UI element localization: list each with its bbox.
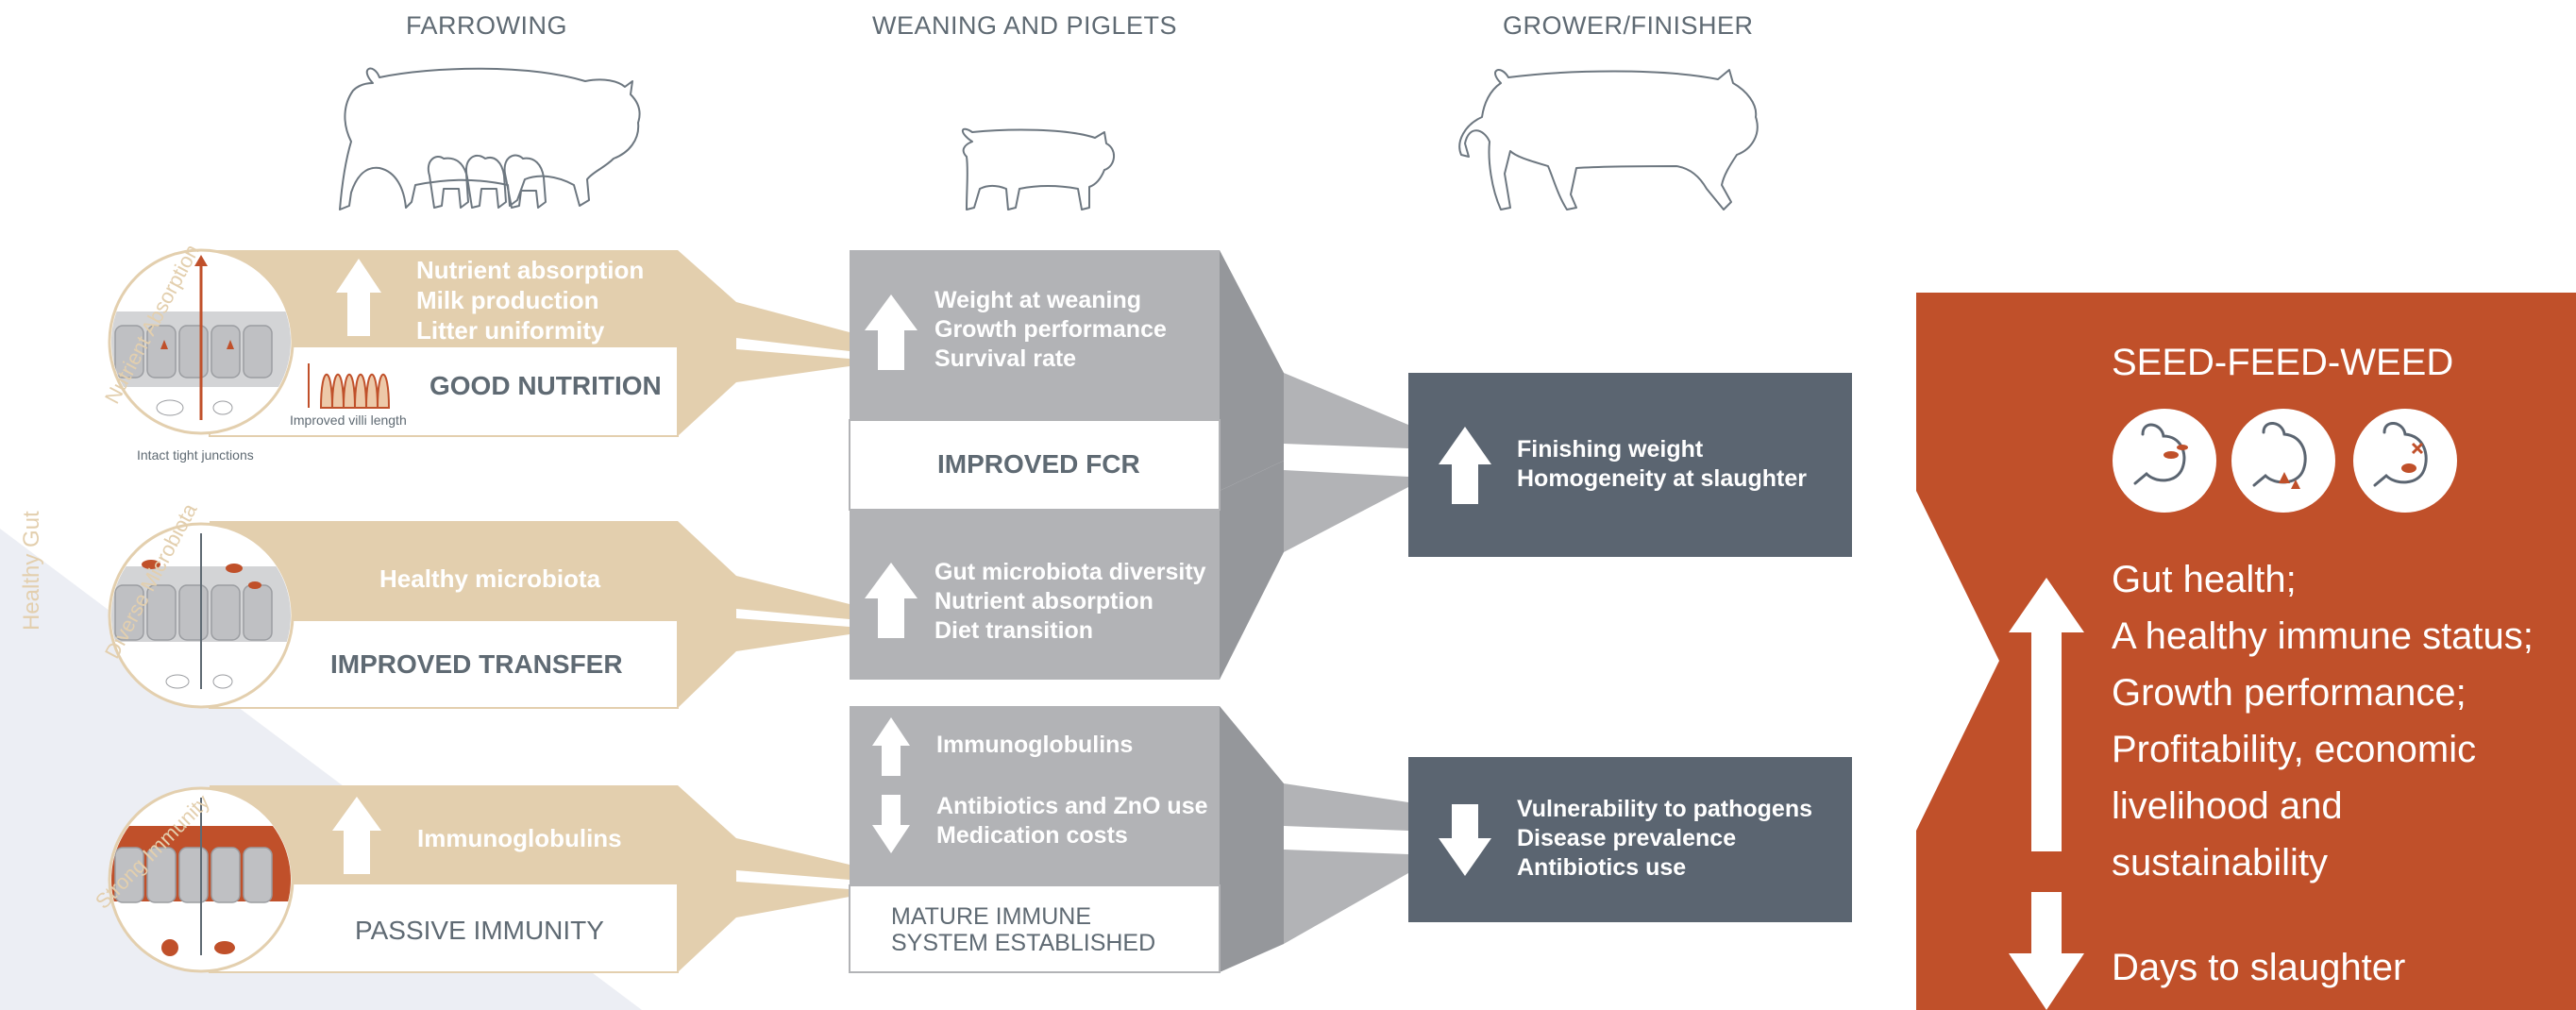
improved-transfer-label: IMPROVED TRANSFER (330, 649, 623, 679)
finisher-line: Vulnerability to pathogens (1517, 796, 1812, 822)
weaning-up-arrow-1-icon (865, 295, 918, 370)
weaning-line: Survival rate (934, 345, 1077, 372)
weaning-line: Nutrient absorption (934, 588, 1153, 614)
improved-fcr-label: IMPROVED FCR (937, 449, 1140, 479)
sfw-benefit: Profitability, economic (2112, 729, 2477, 770)
sfw-benefit: livelihood and (2112, 785, 2343, 827)
row1-line: Milk production (416, 286, 599, 314)
gut-circle-nutrient (108, 248, 295, 435)
mature-line: SYSTEM ESTABLISHED (891, 930, 1156, 956)
mature-immune-box (849, 884, 1221, 973)
weaning-line: Weight at weaning (934, 287, 1141, 313)
immuno-up-arrow-icon (872, 717, 910, 776)
sfw-benefit: A healthy immune status; (2112, 615, 2534, 657)
finisher-box2-lines: Vulnerability to pathogens Disease preva… (1517, 795, 1812, 883)
good-nutrition-label: GOOD NUTRITION (429, 371, 662, 400)
stage-title-weaning: WEANING AND PIGLETS (872, 11, 1178, 40)
finisher-line: Homogeneity at slaughter (1517, 465, 1807, 492)
seed-feed-weed-title: SEED-FEED-WEED (2112, 342, 2454, 383)
row1-up-arrow-icon (336, 259, 381, 336)
row3-up-arrow-icon (332, 797, 381, 874)
weaning-funnel-lower (1220, 706, 1408, 972)
villi-icon (308, 363, 391, 409)
row1-line: Litter uniformity (416, 316, 605, 345)
weaning-line: Growth performance (934, 316, 1167, 343)
finisher-box1-lines: Finishing weight Homogeneity at slaughte… (1517, 435, 1807, 494)
weaning-line: Medication costs (936, 822, 1128, 849)
finisher-up-arrow-icon (1439, 427, 1491, 504)
row1-line: Nutrient absorption (416, 256, 645, 284)
passive-immunity-label: PASSIVE IMMUNITY (355, 916, 604, 945)
days-to-slaughter-text: Days to slaughter (2112, 947, 2406, 988)
weaning-box1-lines: Weight at weaning Growth performance Sur… (934, 286, 1167, 374)
weaning-box1 (850, 250, 1220, 420)
gut-circle-microbiota (108, 522, 295, 709)
junction-caption: Intact tight junctions (137, 447, 254, 463)
antibiotics-down-arrow-icon (872, 795, 910, 853)
weaning-box2-lines: Gut microbiota diversity Nutrient absorp… (934, 558, 1206, 646)
weaning-box3 (850, 706, 1220, 885)
grower-pig-icon (1458, 69, 1759, 210)
immunoglobulins-text: Immunoglobulins (936, 732, 1134, 758)
stage-title-farrowing: FARROWING (406, 11, 567, 40)
weaning-box3-down-lines: Antibiotics and ZnO use Medication costs (936, 792, 1208, 850)
finisher-line: Antibiotics use (1517, 854, 1687, 881)
row2-funnel (209, 521, 850, 709)
row2-text: Healthy microbiota (379, 564, 601, 593)
stage-title-grower: GROWER/FINISHER (1503, 11, 1754, 40)
sfw-benefit: Growth performance; (2112, 672, 2467, 714)
weaning-up-arrow-2-icon (865, 563, 918, 638)
row1-text-lines: Nutrient absorption Milk production Litt… (416, 255, 644, 345)
row3-funnel (209, 785, 850, 973)
villi-caption: Improved villi length (290, 412, 407, 428)
finisher-line: Finishing weight (1517, 436, 1704, 463)
row3-text: Immunoglobulins (417, 824, 622, 852)
sfw-down-arrow-icon (2009, 892, 2084, 1010)
weaning-line: Diet transition (934, 617, 1094, 644)
sow-with-piglets-icon (339, 67, 641, 210)
row1-funnel (209, 250, 850, 437)
sfw-benefit: sustainability (2112, 842, 2329, 884)
sfw-up-arrow-icon (2009, 578, 2084, 851)
mature-line: MATURE IMMUNE (891, 903, 1092, 930)
finisher-line: Disease prevalence (1517, 825, 1737, 851)
piglet-icon (961, 127, 1115, 210)
finisher-box1 (1408, 373, 1852, 557)
mature-immune-label: MATURE IMMUNE SYSTEM ESTABLISHED (891, 903, 1155, 956)
sfw-benefit: Gut health; (2112, 559, 2297, 600)
finisher-down-arrow-icon (1439, 804, 1491, 876)
weaning-funnel-upper (1220, 250, 1408, 680)
gut-circle-immunity (108, 786, 295, 973)
healthy-gut-label: Healthy Gut (19, 511, 44, 631)
weaning-line: Antibiotics and ZnO use (936, 793, 1208, 819)
sfw-icon-row (2113, 409, 2457, 513)
weaning-line: Gut microbiota diversity (934, 559, 1206, 585)
sfw-benefits-list: Gut health; A healthy immune status; Gro… (2112, 551, 2534, 891)
